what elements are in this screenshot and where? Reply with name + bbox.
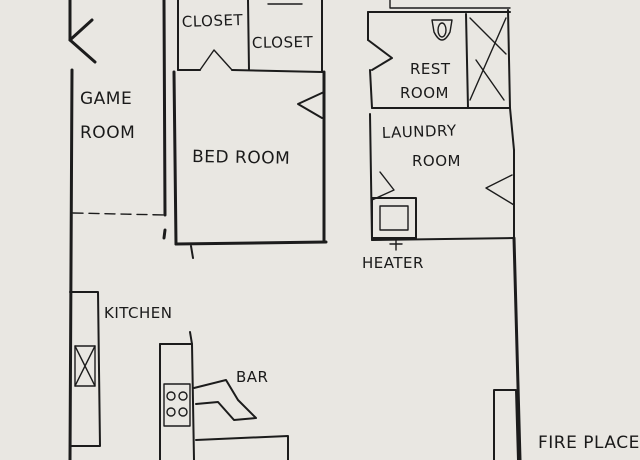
closets-block bbox=[177, 0, 323, 73]
left-outer-wall bbox=[68, 0, 97, 460]
toilet-icon bbox=[431, 19, 453, 41]
bed-room-walls bbox=[172, 70, 328, 259]
label-kitchen: KITCHEN bbox=[104, 304, 173, 322]
right-outer-wall bbox=[493, 236, 522, 460]
label-closet-right: CLOSET bbox=[252, 33, 314, 52]
label-game-room-2: ROOM bbox=[80, 123, 135, 143]
label-rest-room-2: ROOM bbox=[400, 84, 449, 102]
label-bed-room: BED ROOM bbox=[192, 147, 290, 169]
bar-counter bbox=[159, 331, 289, 460]
label-game-room-1: GAME bbox=[80, 89, 132, 109]
label-rest-room-1: REST bbox=[410, 60, 451, 78]
label-fire-place: FIRE PLACE bbox=[538, 433, 640, 453]
heater-unit bbox=[371, 197, 417, 251]
label-closet-left: CLOSET bbox=[182, 11, 244, 31]
label-heater: HEATER bbox=[362, 254, 424, 272]
stove-burners-icon bbox=[163, 383, 191, 427]
rest-room-block bbox=[367, 0, 511, 109]
label-bar: BAR bbox=[236, 368, 268, 386]
kitchen-counter bbox=[69, 291, 101, 447]
label-laundry-room-1: LAUNDRY bbox=[382, 121, 458, 142]
label-laundry-room-2: ROOM bbox=[412, 152, 461, 170]
game-room-wall bbox=[72, 0, 167, 240]
